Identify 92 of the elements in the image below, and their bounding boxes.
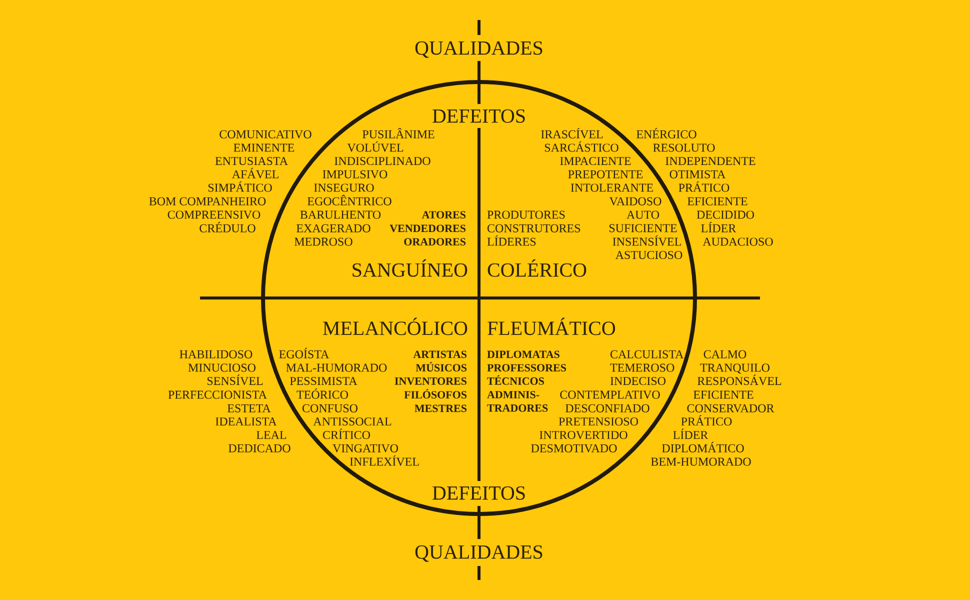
section-heading: DEFEITOS (432, 109, 525, 123)
trait-label: ANTISSOCIAL (313, 417, 392, 426)
trait-label: SARCÁSTICO (544, 141, 618, 152)
trait-label: TRANQUILO (700, 364, 770, 374)
trait-label: DIPLOMÁTICO (662, 442, 744, 452)
trait-label: DESCONFIADO (566, 404, 650, 412)
section-heading: QUALIDADES (415, 545, 542, 562)
trait-label: PRÁTICO (678, 181, 730, 192)
trait-label: IMPACIENTE (560, 157, 631, 166)
profession-label: DIPLOMATAS (487, 350, 560, 358)
trait-label: DEDICADO (228, 444, 290, 452)
trait-label: CRÍTICO (323, 428, 370, 440)
section-heading: QUALIDADES (415, 41, 542, 58)
temperament-name: FLEUMÁTICO (488, 318, 616, 336)
temperament-name: MELANCÓLICO (323, 318, 468, 336)
trait-label: EFICIENTE (688, 197, 748, 206)
trait-label: COMPREENSIVO (168, 210, 260, 219)
trait-label: EGOÍSTA (279, 348, 330, 358)
trait-label: LEAL (256, 431, 286, 439)
trait-label: TEMEROSO (610, 364, 674, 372)
section-heading: DEFEITOS (432, 486, 525, 500)
trait-label: VOLÚVEL (347, 141, 404, 152)
trait-label: BEM-HUMORADO (651, 458, 751, 466)
trait-label: INTOLERANTE (570, 184, 653, 192)
trait-label: BARULHENTO (300, 210, 381, 219)
trait-label: CALCULISTA (610, 350, 684, 358)
trait-label: LÍDER (673, 428, 708, 439)
profession-label: VENDEDORES (390, 224, 466, 232)
trait-label: MEDROSO (294, 238, 352, 246)
trait-label: IDEALISTA (216, 417, 277, 426)
trait-label: AUDACIOSO (702, 238, 773, 246)
trait-label: ASTUCIOSO (615, 251, 682, 260)
profession-label: LÍDERES (487, 235, 536, 246)
trait-label: CRÉDULO (200, 222, 256, 232)
trait-label: MINUCIOSO (188, 364, 256, 372)
trait-label: RESPONSÁVEL (698, 374, 782, 386)
profession-label: INVENTORES (394, 377, 467, 385)
trait-label: PRETENSIOSO (558, 417, 638, 426)
trait-label: INTROVERTIDO (540, 430, 628, 440)
trait-label: INDEPENDENTE (666, 157, 756, 165)
trait-label: PERFECCIONISTA (168, 390, 267, 399)
trait-label: AUTO SUFICIENTE (609, 210, 677, 232)
trait-label: RESOLUTO (653, 144, 715, 152)
trait-label: LÍDER (701, 222, 736, 232)
trait-label: PRÁTICO (681, 415, 732, 426)
trait-label: IRASCÍVEL (541, 128, 603, 138)
profession-label: PROFESSORES (487, 364, 566, 372)
trait-label: VAIDOSO (609, 197, 662, 206)
trait-label: INSENSÍVEL (612, 235, 681, 246)
trait-label: AFÁVEL (232, 168, 278, 178)
profession-label: MÚSICOS (416, 362, 467, 372)
profession-label: ADMINIS- TRADORES (487, 391, 548, 412)
profession-label: ATORES (422, 211, 466, 218)
trait-label: CALMO (704, 350, 746, 358)
trait-label: EFICIENTE (694, 390, 754, 399)
profession-label: TÉCNICOS (487, 375, 544, 385)
temperament-name: COLÉRICO (488, 259, 586, 277)
trait-label: DESMOTIVADO (531, 444, 617, 452)
trait-label: INDISCIPLINADO (334, 157, 430, 166)
trait-label: INFLEXÍVEL (350, 455, 419, 466)
profession-label: PRODUTORES (487, 210, 565, 219)
trait-label: TEÓRICO (296, 388, 348, 399)
trait-label: INDECISO (610, 376, 666, 386)
trait-label: EMINENTE (234, 144, 294, 152)
trait-label: VINGATIVO (332, 444, 398, 452)
trait-label: HABILIDOSO (180, 350, 252, 358)
profession-label: FILÓSOFOS (404, 388, 467, 398)
trait-label: CONFUSO (302, 404, 358, 412)
trait-label: CONTEMPLATIVO (560, 390, 660, 399)
trait-label: DECIDIDO (696, 210, 754, 219)
profession-label: CONSTRUTORES (488, 224, 580, 232)
profession-label: MESTRES (414, 404, 467, 412)
trait-label: CONSERVADOR (687, 404, 774, 412)
trait-label: MAL-HUMORADO (286, 364, 387, 372)
trait-label: BOM COMPANHEIRO (149, 197, 266, 206)
trait-label: PESSIMISTA (290, 376, 358, 386)
trait-label: SENSÍVEL (207, 374, 263, 386)
trait-label: OTIMISTA (670, 170, 726, 178)
trait-label: PUSILÂNIME (362, 128, 434, 138)
trait-label: ENÉRGICO (636, 128, 696, 138)
trait-label: INSEGURO (314, 184, 374, 192)
profession-label: ORADORES (404, 238, 466, 246)
trait-label: PREPOTENTE (568, 170, 643, 178)
trait-label: ENTUSIASTA (215, 157, 288, 166)
profession-label: ARTISTAS (413, 350, 467, 358)
trait-label: EXAGERADO (296, 224, 370, 232)
trait-label: COMUNICATIVO (220, 130, 312, 138)
trait-label: EGOCÊNTRICO (308, 194, 392, 206)
temperament-name: SANGUÍNEO (352, 259, 468, 277)
trait-label: SIMPÁTICO (208, 181, 272, 192)
trait-label: IMPULSIVO (322, 170, 388, 178)
trait-label: ESTETA (228, 404, 271, 412)
